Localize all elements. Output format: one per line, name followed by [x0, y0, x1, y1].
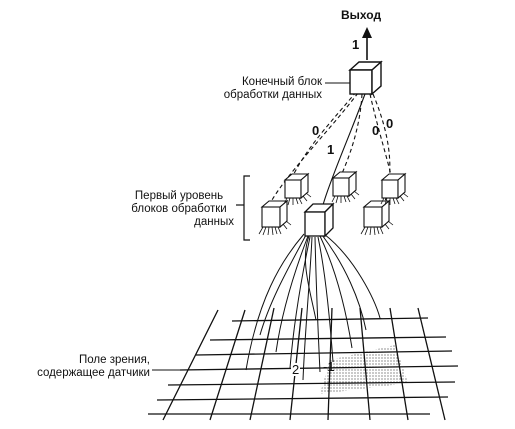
unit-fringes	[258, 190, 409, 236]
first-level-unit-1	[283, 172, 310, 200]
sensor-weight-positive: 2	[291, 362, 301, 377]
sensor-connections	[245, 233, 381, 381]
first-level-unit-3	[380, 172, 407, 200]
first-level-unit-2	[331, 170, 358, 198]
highlighted-first-level-unit	[303, 202, 335, 238]
sensor-field-label-line2: содержащее датчики	[37, 367, 150, 379]
first-level-unit-5	[362, 199, 391, 229]
first-level-label: Первый уровень блоков обработки данных	[124, 190, 234, 229]
connection-weight-right-outer: 0	[386, 116, 394, 131]
output-value: 1	[352, 37, 360, 52]
connection-weight-center: 1	[327, 142, 335, 157]
final-unit-label-line1: Конечный блок	[241, 76, 322, 88]
sensor-weight-negative: -1	[323, 359, 335, 374]
output-label: Выход	[341, 8, 382, 22]
first-level-label-line2: блоков обработки	[131, 203, 227, 215]
sensor-field-grid	[148, 307, 459, 421]
shaded-sensor-region	[320, 345, 408, 394]
final-unit-label: Конечный блок обработки данных	[200, 76, 322, 102]
first-level-bracket	[236, 175, 250, 241]
final-unit-label-line2: обработки данных	[223, 89, 322, 101]
first-level-unit-4	[260, 199, 289, 229]
output-arrow	[362, 27, 372, 60]
connection-weight-left: 0	[312, 123, 320, 138]
final-processing-unit	[348, 60, 383, 96]
sensor-field-label-line1: Поле зрения,	[79, 354, 150, 366]
first-level-label-line1: Первый уровень	[134, 190, 224, 202]
connection-weight-right-inner: 0	[372, 123, 380, 138]
first-level-label-line3: данных	[194, 216, 234, 228]
label-pointers	[152, 82, 350, 371]
sensor-field-label: Поле зрения, содержащее датчики	[20, 354, 150, 380]
